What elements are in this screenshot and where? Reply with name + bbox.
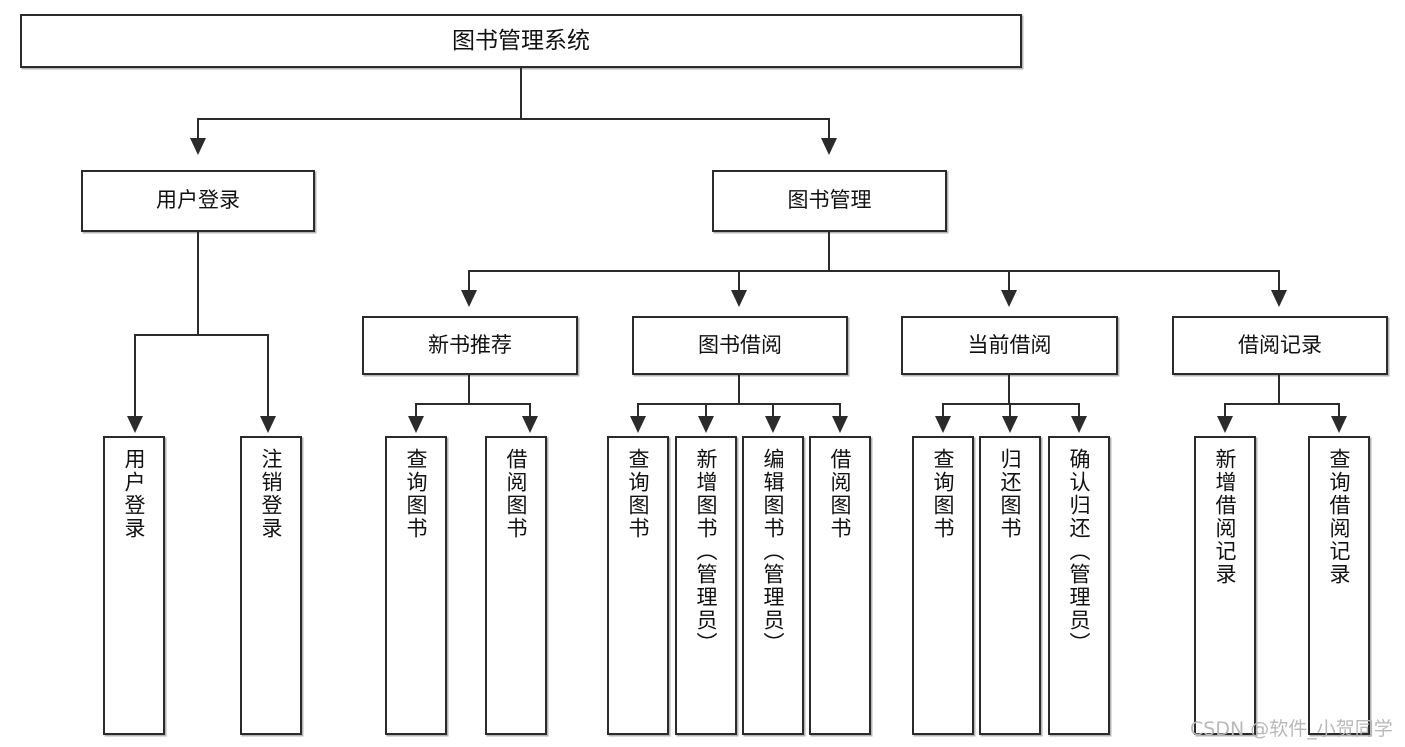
node-label: 归还图书 xyxy=(998,448,1023,540)
leaf-nbr-query-book[interactable]: 查询图书 xyxy=(385,436,447,735)
leaf-cb-return-book[interactable]: 归还图书 xyxy=(979,436,1041,735)
node-label: 确认归还（管理员） xyxy=(1067,448,1092,655)
node-new-book-recommend[interactable]: 新书推荐 xyxy=(362,316,578,375)
connector-user-login-child-2 xyxy=(267,334,269,418)
connector-cb-bus xyxy=(942,403,1080,405)
node-label: 查询图书 xyxy=(931,448,956,540)
connector-nbr-child-2 xyxy=(529,403,531,418)
arrow-to-bb-add-book xyxy=(698,416,714,433)
arrow-to-book-management xyxy=(821,138,837,155)
connector-bb-stem xyxy=(738,375,740,405)
leaf-cb-query-book[interactable]: 查询图书 xyxy=(912,436,974,735)
connector-user-login-bus xyxy=(134,334,269,336)
connector-root-bus xyxy=(197,118,829,120)
node-label: 查询借阅记录 xyxy=(1327,448,1352,586)
connector-user-login-stem xyxy=(197,232,199,336)
connector-bm-child-3 xyxy=(1008,270,1010,292)
node-label: 新增借阅记录 xyxy=(1213,448,1238,586)
connector-nbr-bus xyxy=(415,403,531,405)
arrow-to-cb-query-book xyxy=(935,416,951,433)
leaf-cb-confirm-return-admin[interactable]: 确认归还（管理员） xyxy=(1048,436,1110,735)
arrow-to-new-book-recommend xyxy=(461,290,477,307)
leaf-bb-query-book[interactable]: 查询图书 xyxy=(607,436,669,735)
connector-bb-child-3 xyxy=(772,403,774,418)
node-label: 图书管理 xyxy=(787,188,872,213)
arrow-to-cb-return-book xyxy=(1002,416,1018,433)
leaf-br-add-record[interactable]: 新增借阅记录 xyxy=(1194,436,1256,735)
node-root-library-management-system[interactable]: 图书管理系统 xyxy=(20,14,1022,68)
connector-user-login-child-1 xyxy=(134,334,136,418)
connector-bb-child-2 xyxy=(705,403,707,418)
leaf-logout[interactable]: 注销登录 xyxy=(240,436,302,735)
node-borrow-record[interactable]: 借阅记录 xyxy=(1172,316,1388,375)
node-label: 图书借阅 xyxy=(698,332,782,357)
node-label: 新书推荐 xyxy=(428,332,512,357)
node-book-borrow[interactable]: 图书借阅 xyxy=(632,316,848,375)
arrow-to-nbr-borrow-book xyxy=(522,416,538,433)
connector-root-to-user-login xyxy=(197,118,199,140)
node-book-management[interactable]: 图书管理 xyxy=(712,170,947,232)
leaf-bb-borrow-book[interactable]: 借阅图书 xyxy=(809,436,871,735)
arrow-to-nbr-query-book xyxy=(408,416,424,433)
connector-bm-child-1 xyxy=(468,270,470,292)
arrow-to-bb-borrow-book xyxy=(832,416,848,433)
leaf-bb-edit-book-admin[interactable]: 编辑图书（管理员） xyxy=(742,436,804,735)
connector-root-to-book-management xyxy=(828,118,830,140)
node-label: 借阅记录 xyxy=(1238,332,1322,357)
connector-br-bus xyxy=(1224,403,1340,405)
connector-cb-child-2 xyxy=(1009,403,1011,418)
connector-cb-child-1 xyxy=(942,403,944,418)
node-label: 新增图书（管理员） xyxy=(694,448,719,655)
connector-bb-child-4 xyxy=(839,403,841,418)
connector-nbr-child-1 xyxy=(415,403,417,418)
arrow-to-borrow-record xyxy=(1271,290,1287,307)
node-label: 图书管理系统 xyxy=(452,27,590,54)
node-label: 当前借阅 xyxy=(967,332,1052,357)
arrow-to-bb-query-book xyxy=(630,416,646,433)
connector-bb-bus xyxy=(637,403,841,405)
leaf-nbr-borrow-book[interactable]: 借阅图书 xyxy=(485,436,547,735)
node-label: 借阅图书 xyxy=(504,448,529,540)
node-label: 查询图书 xyxy=(626,448,651,540)
connector-cb-stem xyxy=(1008,375,1010,405)
connector-br-child-1 xyxy=(1224,403,1226,418)
node-label: 编辑图书（管理员） xyxy=(761,448,786,655)
connector-root-stem xyxy=(520,68,522,120)
connector-book-management-stem xyxy=(828,232,830,272)
arrow-to-user-login xyxy=(190,138,206,155)
arrow-to-leaf-user-login xyxy=(127,416,143,433)
node-label: 用户登录 xyxy=(156,188,240,213)
connector-bm-child-2 xyxy=(738,270,740,292)
arrow-to-br-query-record xyxy=(1331,416,1347,433)
arrow-to-book-borrow xyxy=(731,290,747,307)
node-current-borrow[interactable]: 当前借阅 xyxy=(901,316,1118,375)
node-label: 注销登录 xyxy=(259,448,284,540)
leaf-bb-add-book-admin[interactable]: 新增图书（管理员） xyxy=(675,436,737,735)
connector-nbr-stem xyxy=(468,375,470,405)
arrow-to-leaf-logout xyxy=(260,416,276,433)
arrow-to-bb-edit-book xyxy=(765,416,781,433)
connector-cb-child-3 xyxy=(1078,403,1080,418)
connector-br-child-2 xyxy=(1338,403,1340,418)
node-label: 借阅图书 xyxy=(828,448,853,540)
connector-bm-child-4 xyxy=(1278,270,1280,292)
node-label: 查询图书 xyxy=(404,448,429,540)
connector-br-stem xyxy=(1278,375,1280,405)
arrow-to-current-borrow xyxy=(1001,290,1017,307)
leaf-br-query-record[interactable]: 查询借阅记录 xyxy=(1308,436,1370,735)
leaf-user-login[interactable]: 用户登录 xyxy=(103,436,165,735)
node-user-login[interactable]: 用户登录 xyxy=(81,170,315,232)
connector-bb-child-1 xyxy=(637,403,639,418)
connector-book-management-bus xyxy=(468,270,1280,272)
node-label: 用户登录 xyxy=(122,448,147,540)
arrow-to-cb-confirm-return xyxy=(1071,416,1087,433)
arrow-to-br-add-record xyxy=(1217,416,1233,433)
